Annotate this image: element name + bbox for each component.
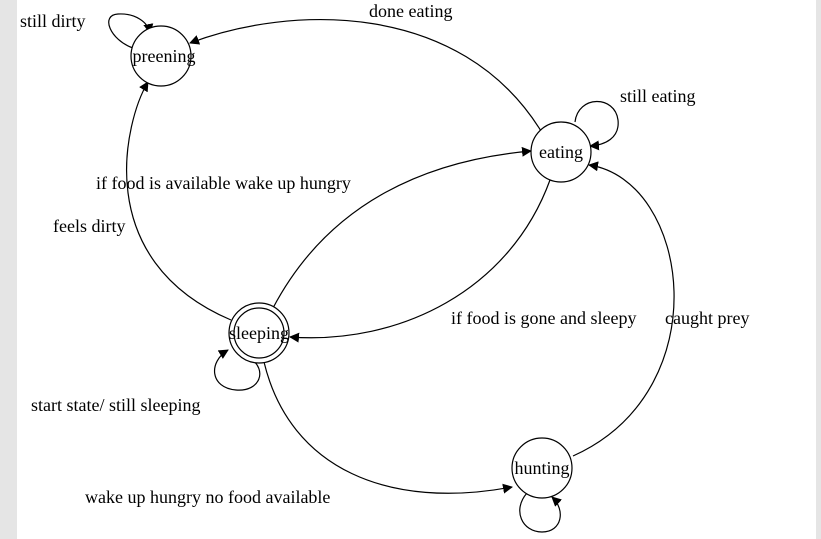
edge-hunting-caught-prey <box>572 161 675 457</box>
state-eating: eating <box>530 121 592 183</box>
edge-sleeping-feels-dirty <box>125 81 232 321</box>
diagram-canvas: preening eating sleeping hunting still d… <box>17 0 816 539</box>
label-still-dirty: still dirty <box>20 11 86 31</box>
edge-eating-if-food-gone <box>289 179 551 343</box>
state-label: eating <box>539 142 583 162</box>
label-wake-up-no-food: wake up hungry no food available <box>85 487 330 507</box>
label-still-eating: still eating <box>620 86 696 106</box>
edge-eating-done-eating <box>189 19 542 132</box>
label-caught-prey: caught prey <box>665 308 749 328</box>
edge-hunting-self-loop <box>519 492 562 533</box>
state-label: preening <box>133 46 196 66</box>
edge-preening-still-dirty <box>108 13 154 49</box>
edge-sleeping-wake-up-no-food <box>263 361 513 494</box>
state-label: hunting <box>514 458 569 478</box>
label-if-food-available: if food is available wake up hungry <box>96 173 351 193</box>
state-sleeping: sleeping <box>228 302 290 364</box>
state-label: sleeping <box>229 323 289 343</box>
edge-sleeping-start-state <box>213 349 261 391</box>
edge-sleeping-if-food-available <box>272 146 532 309</box>
label-done-eating: done eating <box>369 1 452 21</box>
label-start-state: start state/ still sleeping <box>31 395 200 415</box>
edge-eating-still-eating <box>574 100 619 151</box>
label-if-food-gone: if food is gone and sleepy <box>451 308 636 328</box>
state-preening: preening <box>130 25 196 87</box>
state-hunting: hunting <box>511 437 573 499</box>
label-feels-dirty: feels dirty <box>53 216 125 236</box>
